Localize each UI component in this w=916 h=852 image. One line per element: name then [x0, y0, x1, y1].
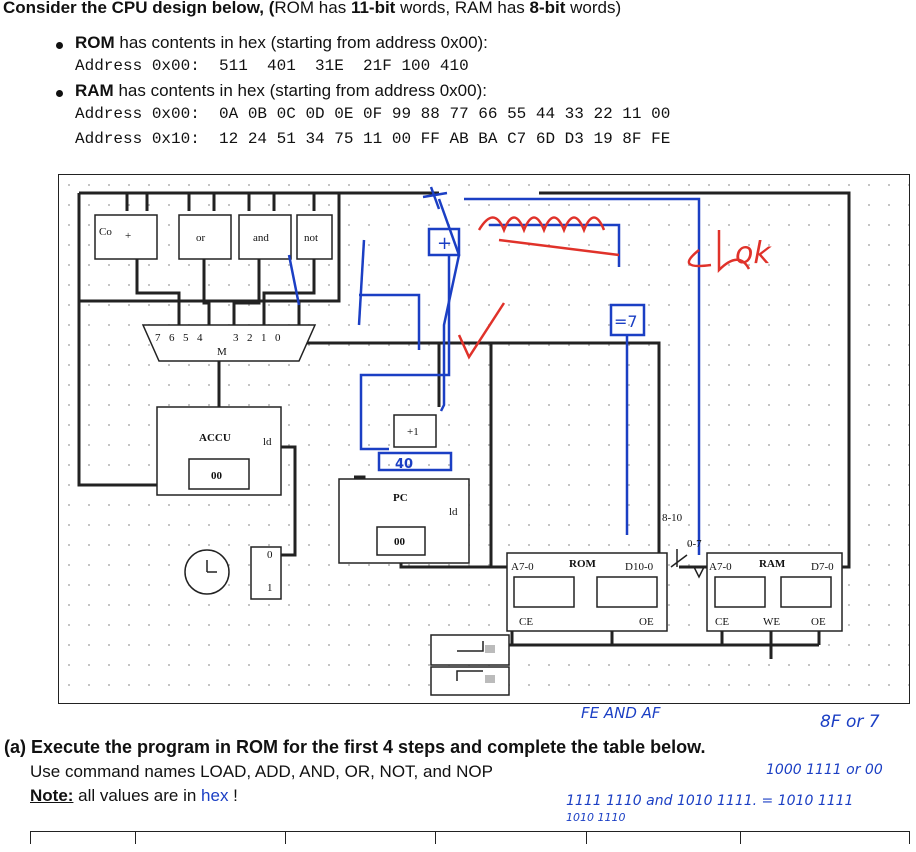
alu-and-label: and: [253, 232, 269, 244]
annot-ok: ok: [735, 236, 772, 271]
ram-addr-label: A7-0: [709, 561, 732, 573]
task-commands: Use command names LOAD, ADD, AND, OR, NO…: [30, 762, 493, 781]
intro-mid2: words, RAM has: [395, 0, 530, 17]
note-8f: 8F or 7: [820, 712, 880, 732]
bullet-ram: [56, 90, 63, 97]
circuit-svg: Co + or and not 7 6 5 4 3 2 1 0 M ACCU 0…: [77, 186, 851, 696]
ram-oe-label: OE: [811, 616, 826, 628]
rom-label: ROM: [569, 558, 597, 570]
alu-not-label: not: [304, 232, 318, 244]
split-hi-label: 8-10: [662, 512, 683, 524]
table-col-line: [135, 832, 136, 844]
rom-oe-label: OE: [639, 616, 654, 628]
note-binary-b: 1111 1110 and 1010 1111. = 1010 1111: [566, 793, 854, 809]
annot-eq7: =7: [614, 312, 638, 331]
intro-rom: ROM: [274, 0, 315, 17]
ram-data-label: D7-0: [811, 561, 834, 573]
accu-label: ACCU: [199, 432, 231, 444]
mux-label: M: [217, 346, 227, 358]
bullet-rom: [56, 42, 63, 49]
ram-line: RAM has contents in hex (starting from a…: [75, 81, 487, 101]
alu-add-label: +: [125, 230, 131, 242]
answer-table: [30, 831, 910, 852]
pc-label: PC: [393, 492, 408, 504]
intro-rom-bits: 11-bit: [350, 0, 396, 17]
table-col-line: [740, 832, 741, 844]
task-label: (a) Execute the program in ROM for the f…: [4, 737, 706, 757]
mux-input-6: 6: [169, 332, 175, 344]
intro-ram-bits: 8-bit: [529, 0, 566, 17]
ram-row-1: Address 0x10: 12 24 51 34 75 11 00 FF AB…: [75, 130, 671, 148]
circuit-diagram: Co + or and not 7 6 5 4 3 2 1 0 M ACCU 0…: [58, 174, 910, 704]
accu-ld-label: ld: [263, 436, 272, 448]
task-note: Note: all values are in hex !: [30, 786, 238, 806]
split-lo-label: 0-7: [687, 538, 702, 550]
annot-add: +: [437, 233, 452, 254]
mux-input-1: 1: [261, 332, 267, 344]
ram-we-label: WE: [763, 616, 780, 628]
table-col-line: [435, 832, 436, 844]
clk-out-1: 1: [267, 582, 273, 594]
pc-value: 00: [394, 536, 406, 548]
table-col-line: [586, 832, 587, 844]
ram-ce-label: CE: [715, 616, 729, 628]
inc-label: +1: [407, 426, 419, 438]
intro-mid3: words): [565, 0, 622, 17]
task-note-label: Note:: [30, 786, 74, 805]
ram-line-label: RAM: [75, 81, 114, 100]
alu-carry-label: Co: [99, 226, 112, 238]
rom-line-text: has contents in hex (starting from addre…: [114, 33, 488, 52]
ram-label: RAM: [759, 558, 786, 570]
table-col-line: [909, 832, 910, 844]
intro-lead: Consider the CPU design below, (: [3, 0, 275, 17]
note-binary-a: 1000 1111 or 00: [766, 762, 883, 778]
rom-addr-label: A7-0: [511, 561, 534, 573]
mux-input-3: 3: [233, 332, 239, 344]
task-note-text: all values are in: [73, 786, 202, 805]
intro-line: Consider the CPU design below, (ROM has …: [3, 0, 621, 18]
note-binary-c: 1010 1110: [566, 811, 626, 824]
mux-input-4: 4: [197, 332, 203, 344]
mux-input-7: 7: [155, 332, 161, 344]
accu-value: 00: [211, 470, 223, 482]
table-col-line: [285, 832, 286, 844]
rom-contents: Address 0x00: 511 401 31E 21F 100 410: [75, 57, 469, 75]
note-fe-and-af: FE AND AF: [581, 704, 661, 722]
ram-row-0: Address 0x00: 0A 0B 0C 0D 0E 0F 99 88 77…: [75, 105, 671, 123]
pc-ld-label: ld: [449, 506, 458, 518]
rom-ce-label: CE: [519, 616, 533, 628]
clk-out-0: 0: [267, 549, 273, 561]
rom-line: ROM has contents in hex (starting from a…: [75, 33, 488, 53]
annot-40: 40: [395, 457, 413, 472]
table-col-line: [30, 832, 31, 844]
alu-or-label: or: [196, 232, 206, 244]
rom-line-label: ROM: [75, 33, 115, 52]
task-note-hex: hex: [201, 786, 229, 805]
mux-input-2: 2: [247, 332, 253, 344]
ram-line-text: has contents in hex (starting from addre…: [113, 81, 487, 100]
intro-mid1: has: [314, 0, 351, 17]
task-note-excl: !: [228, 786, 238, 805]
mux-input-5: 5: [183, 332, 189, 344]
mux-input-0: 0: [275, 332, 281, 344]
rom-data-label: D10-0: [625, 561, 654, 573]
